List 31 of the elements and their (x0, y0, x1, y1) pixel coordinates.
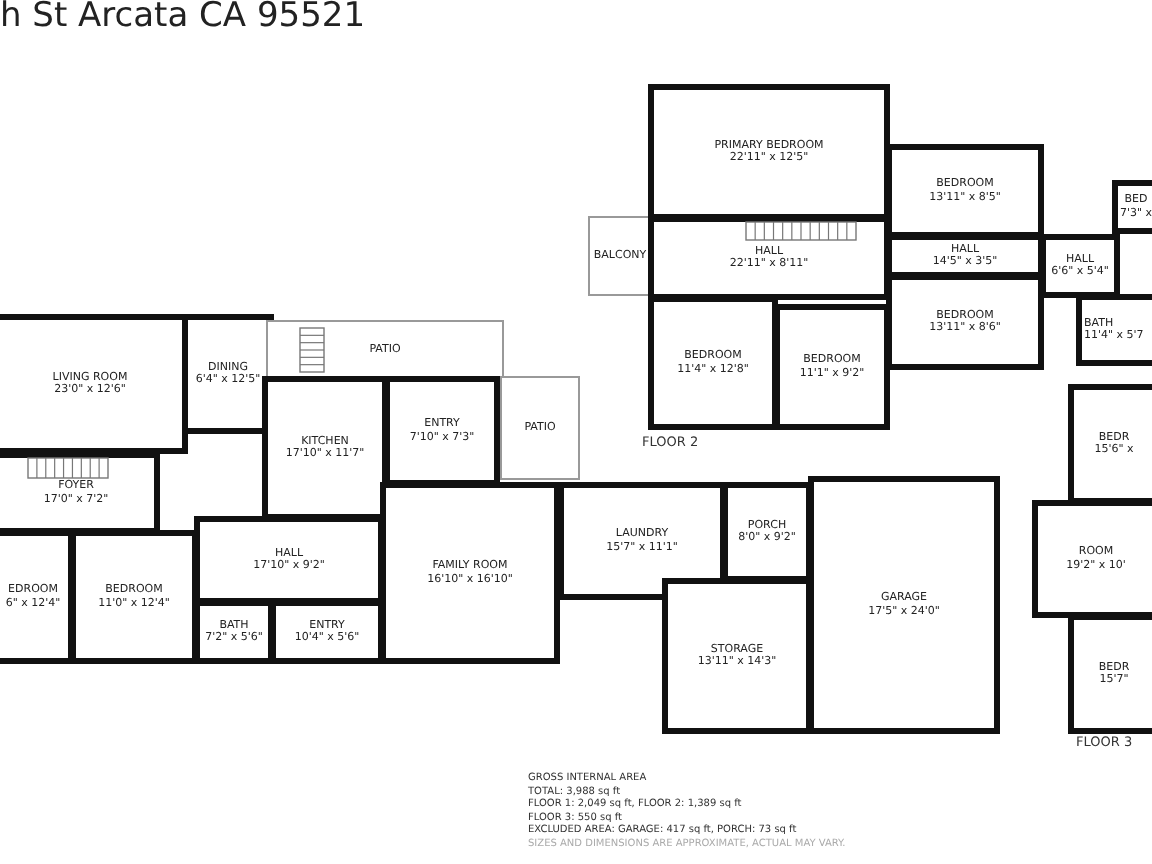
room-outline (1068, 614, 1152, 734)
room-outline (886, 144, 1044, 238)
room-outline (558, 482, 726, 600)
outdoor-area-outline (588, 216, 652, 296)
room-outline (722, 482, 812, 582)
room-outline (648, 216, 890, 300)
room-outline (1040, 234, 1120, 298)
room-outline (70, 530, 198, 664)
room-outline (270, 600, 384, 664)
room-outline (662, 578, 812, 734)
outdoor-area-outline (500, 376, 580, 480)
room-outline (648, 296, 778, 430)
room-outline (194, 516, 384, 604)
room-outline (194, 600, 274, 664)
room-outline (262, 376, 388, 520)
room-outline (1076, 294, 1152, 366)
room-outline (380, 482, 560, 664)
room-outline (774, 304, 890, 430)
room-outline (886, 274, 1044, 370)
room-outline (0, 530, 74, 664)
outdoor-area-outline (266, 320, 504, 380)
room-outline (808, 476, 1000, 734)
room-outline (0, 452, 160, 534)
room-outline (1032, 500, 1152, 618)
room-outline (1068, 384, 1152, 504)
room-outline (0, 314, 188, 454)
room-outline (182, 314, 274, 434)
room-outline (384, 376, 500, 486)
address-title: h St Arcata CA 95521 (0, 0, 366, 36)
room-outline (1112, 180, 1152, 234)
room-outline (648, 84, 890, 220)
